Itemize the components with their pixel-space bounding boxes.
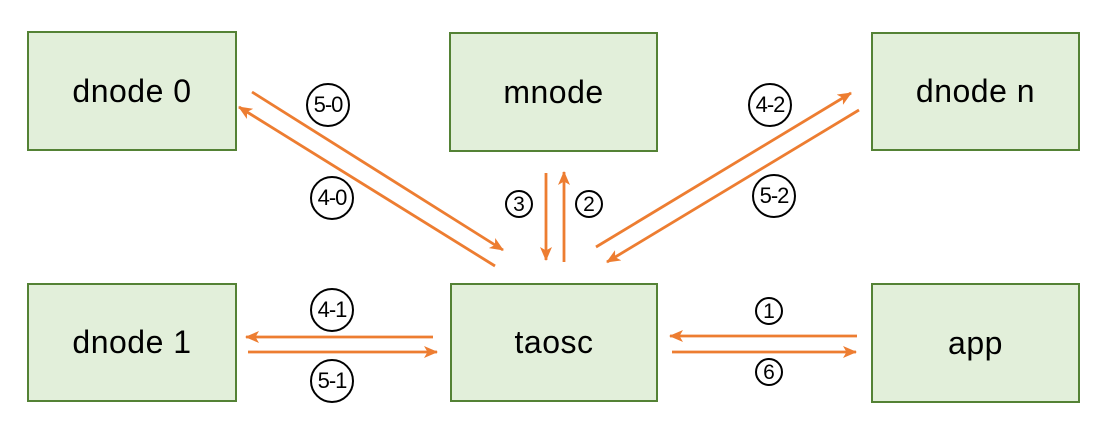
node-dnode-0-label: dnode 0 <box>72 72 192 109</box>
step-label-6: 6 <box>755 358 783 386</box>
step-label-4-1: 4-1 <box>310 288 354 332</box>
node-dnode-0: dnode 0 <box>27 31 237 151</box>
step-label-2-text: 2 <box>583 192 595 216</box>
node-taosc: taosc <box>450 283 658 402</box>
step-label-5-1: 5-1 <box>310 359 354 403</box>
node-dnode-1-label: dnode 1 <box>72 324 192 360</box>
step-label-4-0: 4-0 <box>310 176 354 220</box>
step-label-1: 1 <box>755 297 783 325</box>
step-label-3: 3 <box>505 190 533 218</box>
node-app-label: app <box>948 324 1003 361</box>
step-label-4-1-text: 4-1 <box>317 297 348 322</box>
step-label-5-0: 5-0 <box>306 83 350 127</box>
step-label-4-0-text: 4-0 <box>317 185 348 210</box>
node-dnode-1: dnode 1 <box>27 283 237 402</box>
node-taosc-label: taosc <box>514 324 594 360</box>
step-label-5-0-text: 5-0 <box>313 92 344 117</box>
step-label-2: 2 <box>575 190 603 218</box>
step-label-5-1-text: 5-1 <box>317 368 348 393</box>
node-mnode-label: mnode <box>503 73 604 110</box>
step-label-5-2-text: 5-2 <box>759 183 790 208</box>
step-label-4-2: 4-2 <box>748 83 792 127</box>
step-label-6-text: 6 <box>763 360 775 384</box>
step-label-3-text: 3 <box>513 192 525 216</box>
step-label-1-text: 1 <box>763 299 775 323</box>
node-dnode-n-label: dnode n <box>915 73 1036 109</box>
node-app: app <box>871 283 1080 403</box>
step-label-4-2-text: 4-2 <box>755 92 786 117</box>
node-dnode-n: dnode n <box>871 32 1080 151</box>
node-mnode: mnode <box>449 32 658 152</box>
step-label-5-2: 5-2 <box>752 174 796 218</box>
